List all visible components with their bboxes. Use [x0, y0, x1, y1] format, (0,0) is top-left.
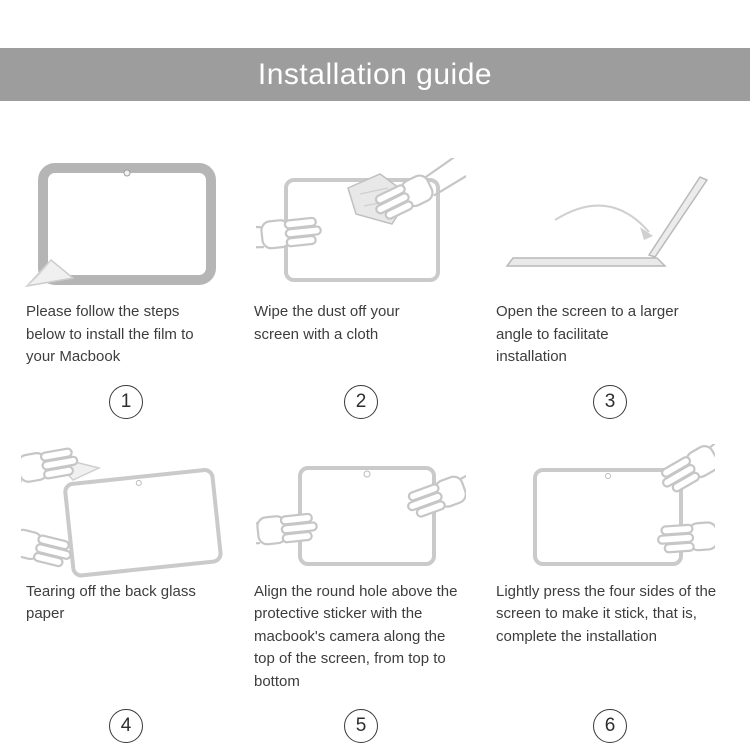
hand-icon [21, 528, 72, 568]
screen-frame [63, 468, 223, 578]
press-sides-icon [533, 444, 715, 566]
page-title: Installation guide [257, 57, 493, 91]
step-3: Open the screen to a larger angle to fac… [482, 157, 738, 425]
camera-dot [123, 169, 131, 176]
step-4-caption: Tearing off the back glass paper [26, 582, 196, 623]
step-1-number: 1 [109, 384, 143, 419]
header-bar: Installation guide [0, 48, 750, 101]
step-3-number: 3 [593, 384, 627, 419]
step-4: Tearing off the back glass paper 4 [12, 447, 240, 750]
hand-icon [256, 216, 322, 249]
step-2-number: 2 [344, 384, 378, 419]
hand-icon [21, 447, 79, 487]
step-2: Wipe the dust off your screen with a clo… [240, 157, 482, 425]
step-4-number: 4 [109, 709, 143, 743]
step-5-caption: Align the round hole above the protectiv… [254, 582, 458, 690]
steps-row-1: Please follow the steps below to install… [0, 157, 750, 425]
wipe-screen-icon [256, 157, 466, 282]
laptop-base [505, 256, 667, 267]
step-6: Lightly press the four sides of the scre… [482, 444, 738, 750]
laptop-screen [647, 175, 709, 258]
screen-frame [38, 162, 216, 285]
hand-icon [407, 456, 466, 518]
arrowhead [640, 226, 653, 240]
step-5-number: 5 [344, 709, 378, 743]
step-2-illustration [244, 157, 478, 293]
screen-frame [298, 466, 436, 566]
align-camera-icon [256, 456, 466, 566]
step-5-illustration [244, 451, 478, 573]
macbook-film-peel-icon [24, 162, 216, 287]
hand-icon [256, 512, 318, 546]
camera-dot [363, 470, 371, 478]
step-6-number: 6 [593, 709, 627, 743]
hand-icon [374, 157, 466, 220]
step-5: Align the round hole above the protectiv… [240, 451, 482, 750]
step-1: Please follow the steps below to install… [12, 157, 240, 425]
step-6-illustration [486, 444, 734, 573]
open-direction-arrow [554, 204, 650, 233]
camera-dot [605, 473, 611, 479]
steps-row-2: Tearing off the back glass paper 4 [0, 444, 750, 750]
hand-icon [660, 444, 715, 493]
step-1-illustration [16, 157, 236, 293]
step-1-caption: Please follow the steps below to install… [26, 303, 194, 365]
screen-frame [533, 468, 683, 566]
hand-icon [657, 521, 715, 554]
open-laptop-icon [505, 175, 709, 267]
step-3-illustration [486, 157, 734, 293]
peeled-film-corner [24, 258, 75, 287]
step-4-illustration [16, 447, 236, 578]
tear-back-paper-icon [21, 447, 223, 578]
step-3-caption: Open the screen to a larger angle to fac… [496, 303, 679, 365]
camera-dot [135, 479, 142, 486]
step-2-caption: Wipe the dust off your screen with a clo… [254, 303, 400, 343]
step-6-caption: Lightly press the four sides of the scre… [496, 582, 717, 645]
